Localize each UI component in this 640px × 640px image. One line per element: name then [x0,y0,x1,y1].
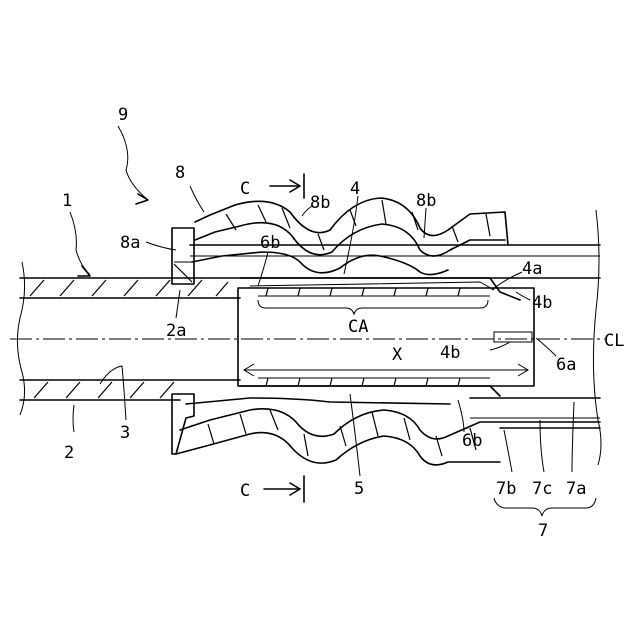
label-4: 4 [350,179,360,199]
section-arrow-bottom [264,476,304,502]
label-6a: 6a [556,355,576,375]
break-line-right [593,210,601,465]
label-CL: CL [604,331,624,351]
label-2: 2 [64,443,74,463]
label-6b-top: 6b [260,233,280,253]
dimension-X [244,364,528,376]
label-8b-right: 8b [416,191,436,211]
label-CA: CA [348,317,368,337]
section-arrow-top [270,174,304,198]
leader-lines [70,126,596,516]
label-X: X [392,345,403,365]
label-8a: 8a [120,233,140,253]
label-9: 9 [118,105,128,125]
label-7b: 7b [496,479,516,499]
boot-8-lower [172,394,600,465]
label-7a: 7a [566,479,586,499]
pipe-lower-wall [20,380,240,400]
label-1: 1 [62,191,72,211]
label-2a: 2a [166,321,186,341]
arrowhead-1 [78,266,90,276]
arrowhead-9 [136,194,148,204]
label-6b-bottom: 6b [462,431,482,451]
projection-6a [494,332,532,342]
inner-member-6 [238,288,534,386]
label-8b-left: 8b [310,193,330,213]
label-4b-inner: 4b [440,343,460,363]
label-c-bottom: C [240,481,250,501]
brace-CA [258,300,488,314]
label-4b-right: 4b [532,293,552,313]
label-8: 8 [175,163,185,183]
label-5: 5 [354,479,364,499]
label-4a: 4a [522,259,542,279]
label-7c: 7c [532,479,552,499]
boot-8-upper [172,198,508,284]
label-7: 7 [538,521,548,541]
label-3: 3 [120,423,130,443]
label-c-top: C [240,179,250,199]
